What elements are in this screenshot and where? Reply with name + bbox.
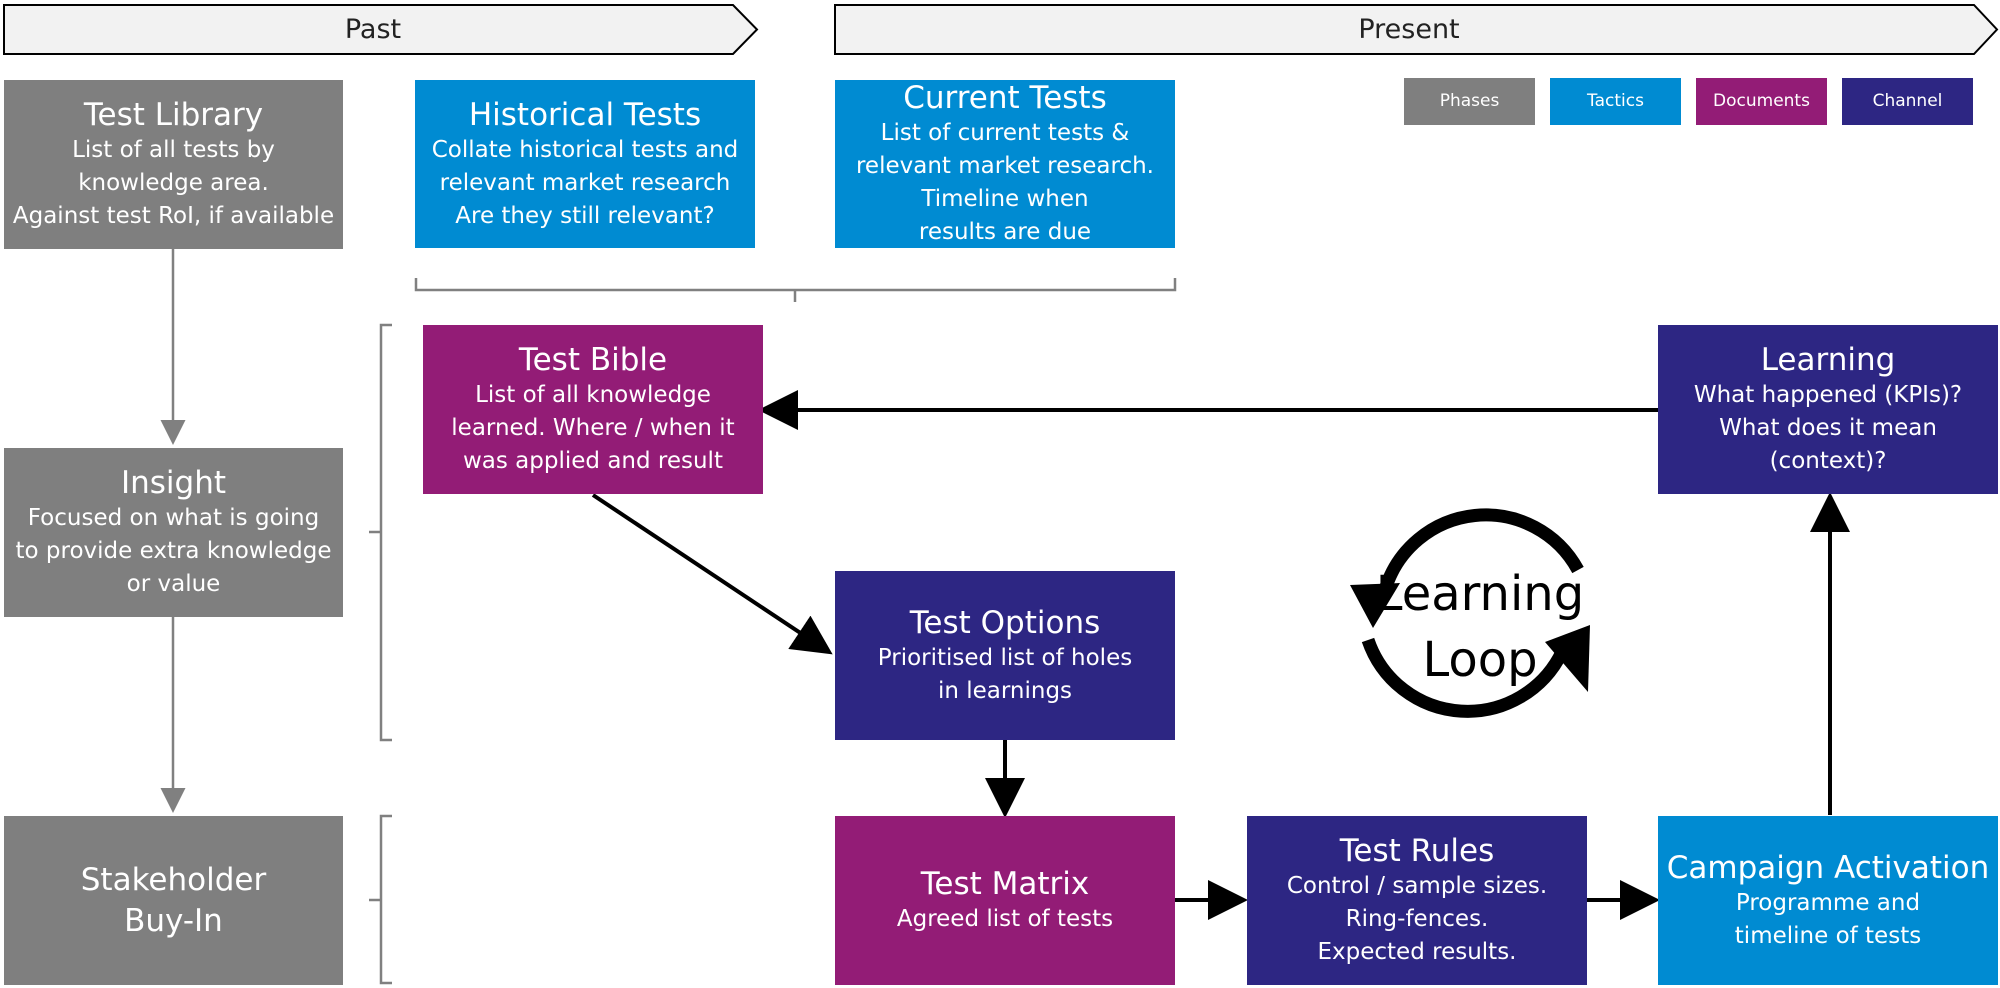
past-banner-label: Past [344,14,402,45]
campaign-activation-body: Programme and timeline of tests [1734,889,1922,949]
node-learning: Learning What happened (KPIs)? What does… [1658,325,1998,494]
test-options-title: Test Options [909,604,1101,641]
stakeholder-title: Stakeholder Buy-In [80,861,267,939]
insight-body: Focused on what is going to provide extr… [15,505,332,597]
node-campaign-activation: Campaign Activation Programme and timeli… [1658,816,1998,985]
node-test-matrix: Test Matrix Agreed list of tests [835,816,1175,985]
legend-documents: Documents [1696,78,1827,125]
learning-loop-line1: Learning [1375,566,1585,622]
current-tests-title: Current Tests [903,80,1107,116]
bracket-insight [369,323,392,742]
learning-loop-line2: Loop [1422,632,1538,688]
insight-title: Insight [120,465,227,501]
test-library-title: Test Library [83,97,264,133]
test-library-body: List of all tests by knowledge area. Aga… [12,137,335,229]
bracket-stakeholder [369,814,392,985]
loop-arrow-bottom [1361,637,1568,718]
test-options-body: Prioritised list of holes in learnings [877,644,1133,704]
learning-title: Learning [1760,342,1896,378]
node-historical-tests: Historical Tests Collate historical test… [415,80,755,248]
arrow-bible-to-options [591,493,833,655]
node-insight: Insight Focused on what is going to prov… [4,448,343,617]
learning-body: What happened (KPIs)? What does it mean … [1693,382,1963,474]
test-matrix-body: Agreed list of tests [896,906,1114,932]
test-matrix-title: Test Matrix [920,866,1090,902]
node-test-rules: Test Rules Control / sample sizes. Ring-… [1247,816,1587,985]
node-current-tests: Current Tests List of current tests & re… [835,80,1175,248]
campaign-activation-title: Campaign Activation [1666,849,1990,886]
loop-arrowhead-left [1350,583,1400,628]
current-tests-body: List of current tests & relevant market … [855,120,1154,245]
legend-phases: Phases [1404,78,1535,125]
past-banner: Past [3,4,759,55]
historical-tests-title: Historical Tests [468,96,702,133]
loop-arrowhead-right [1545,625,1590,692]
present-banner-label: Present [1358,14,1460,45]
historical-tests-body: Collate historical tests and relevant ma… [431,136,739,229]
present-banner-shape [834,4,1999,55]
test-rules-title: Test Rules [1339,833,1495,869]
node-test-library: Test Library List of all tests by knowle… [4,80,343,249]
node-stakeholder-buy-in: Stakeholder Buy-In [4,816,343,985]
test-rules-body: Control / sample sizes. Ring-fences. Exp… [1286,873,1548,965]
bracket-tests [414,278,1177,302]
test-bible-body: List of all knowledge learned. Where / w… [451,382,735,474]
test-bible-title: Test Bible [518,342,668,378]
node-test-options: Test Options Prioritised list of holes i… [835,571,1175,740]
past-banner-shape [3,4,759,55]
legend-tactics: Tactics [1550,78,1681,125]
legend-channel: Channel [1842,78,1973,125]
loop-arrow-top [1378,508,1584,592]
node-test-bible: Test Bible List of all knowledge learned… [423,325,763,494]
present-banner: Present [834,4,1999,55]
